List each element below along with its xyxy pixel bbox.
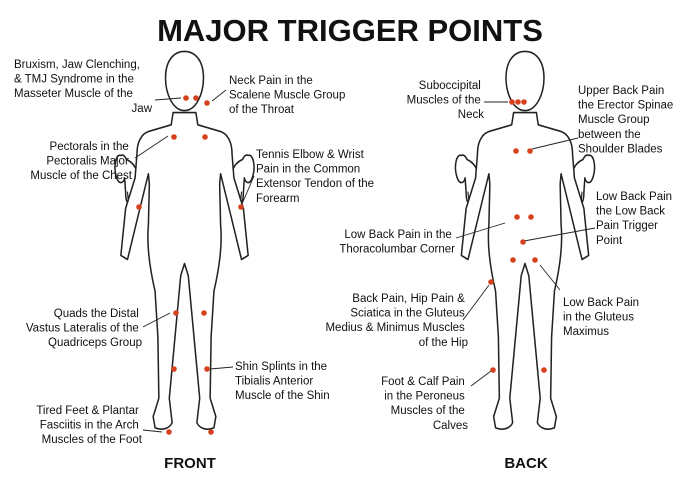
trigger-point — [541, 367, 547, 373]
label-suboccipital: Suboccipital Muscles of the Neck — [407, 80, 485, 121]
trigger-point — [513, 148, 519, 154]
label-quads: Quads the Distal Vastus Lateralis of the… — [26, 308, 142, 349]
trigger-point — [520, 239, 526, 245]
front-caption: FRONT — [164, 455, 216, 472]
diagram-title: MAJOR TRIGGER POINTS — [157, 13, 543, 48]
trigger-point — [173, 310, 179, 316]
trigger-point — [193, 95, 199, 101]
trigger-point — [183, 95, 189, 101]
trigger-point — [166, 429, 172, 435]
trigger-point — [204, 366, 210, 372]
trigger-point — [171, 366, 177, 372]
label-bruxism: Bruxism, Jaw Clenching, & TMJ Syndrome i… — [14, 59, 153, 115]
label-low-back-gluteus: Low Back Pain in the Gluteus Maximus — [563, 297, 642, 338]
trigger-point-dots — [136, 95, 547, 435]
trigger-point — [201, 310, 207, 316]
trigger-point — [171, 134, 177, 140]
trigger-point — [514, 214, 520, 220]
label-foot-calf: Foot & Calf Pain in the Peroneus Muscles… — [381, 376, 468, 432]
back-caption: BACK — [504, 455, 547, 472]
trigger-point — [208, 429, 214, 435]
trigger-point — [510, 257, 516, 263]
trigger-point — [490, 367, 496, 373]
label-low-back-trigger: Low Back Pain the Low Back Pain Trigger … — [596, 191, 675, 247]
trigger-point — [238, 204, 244, 210]
label-pectorals: Pectorals in the Pectoralis Major Muscle… — [30, 141, 132, 182]
trigger-point — [204, 100, 210, 106]
leader-lines — [134, 89, 596, 433]
trigger-point — [136, 204, 142, 210]
label-shin-splints: Shin Splints in the Tibialis Anterior Mu… — [235, 361, 330, 402]
label-tennis-elbow: Tennis Elbow & Wrist Pain in the Common … — [256, 149, 377, 205]
trigger-point — [509, 99, 515, 105]
trigger-point — [527, 148, 533, 154]
label-upper-back: Upper Back Pain the Erector Spinae Muscl… — [578, 85, 676, 155]
trigger-point — [515, 99, 521, 105]
label-low-back-thoracolumbar: Low Back Pain in the Thoracolumbar Corne… — [339, 229, 455, 256]
trigger-point — [202, 134, 208, 140]
label-back-hip: Back Pain, Hip Pain & Sciatica in the Gl… — [325, 293, 468, 349]
trigger-point — [532, 257, 538, 263]
trigger-point — [521, 99, 527, 105]
trigger-point — [488, 279, 494, 285]
label-neck-pain: Neck Pain in the Scalene Muscle Group of… — [229, 75, 349, 116]
trigger-point — [528, 214, 534, 220]
label-tired-feet: Tired Feet & Plantar Fasciitis in the Ar… — [36, 405, 142, 446]
